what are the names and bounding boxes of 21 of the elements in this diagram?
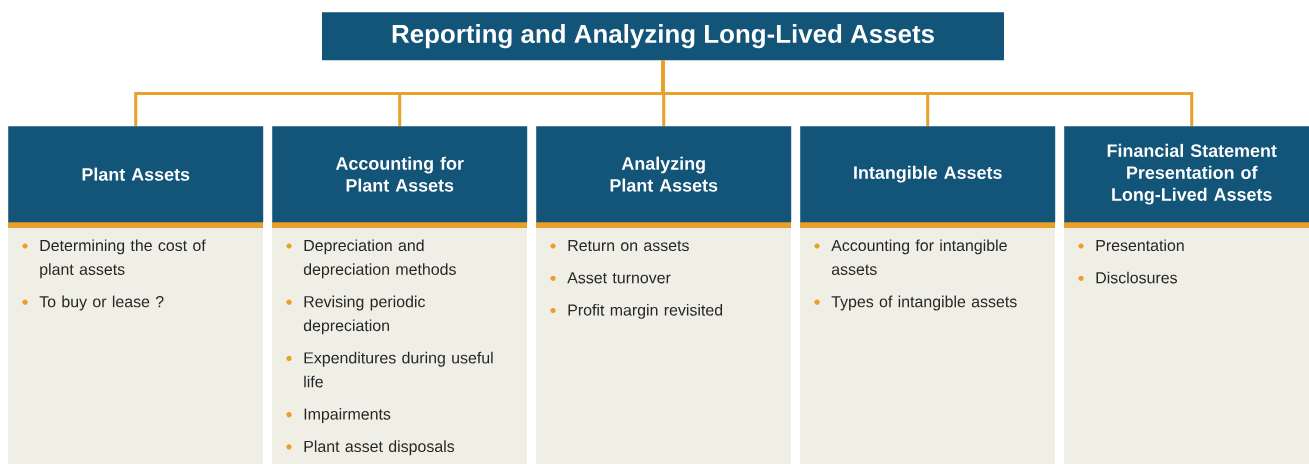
- bullet-item: Presentation: [1078, 239, 1184, 252]
- column-header: Intangible Assets: [800, 126, 1056, 228]
- bullet-item: Profit margin revisited: [550, 304, 723, 319]
- title-box: Reporting and Analyzing Long-Lived Assets: [322, 12, 1004, 61]
- bullet-item: Depreciation and depreciation methods: [286, 239, 456, 279]
- bullet-item: Asset turnover: [550, 272, 671, 284]
- connector-line: [661, 60, 1194, 126]
- bullet-item: Disclosures: [1078, 271, 1177, 284]
- column-header: Accounting for Plant Assets: [272, 126, 528, 228]
- bullet-item: Impairments: [286, 408, 391, 423]
- column-header: Financial Statement Presentation of Long-Lived Assets: [1064, 126, 1309, 228]
- bullet-item: To buy or lease ?: [22, 295, 164, 311]
- bullet-item: Plant asset disposals: [286, 440, 455, 456]
- column-header: Plant Assets: [8, 126, 264, 228]
- bullet-item: Return on assets: [550, 239, 689, 252]
- bullet-item: Revising periodic depreciation: [286, 295, 425, 335]
- bullet-item: Accounting for intangible assets: [814, 239, 1007, 275]
- bullet-item: Expenditures during useful life: [286, 351, 493, 388]
- column-header: Analyzing Plant Assets: [536, 126, 792, 228]
- bullet-item: Types of intangible assets: [814, 295, 1017, 311]
- bullet-item: Determining the cost of plant assets: [22, 239, 206, 279]
